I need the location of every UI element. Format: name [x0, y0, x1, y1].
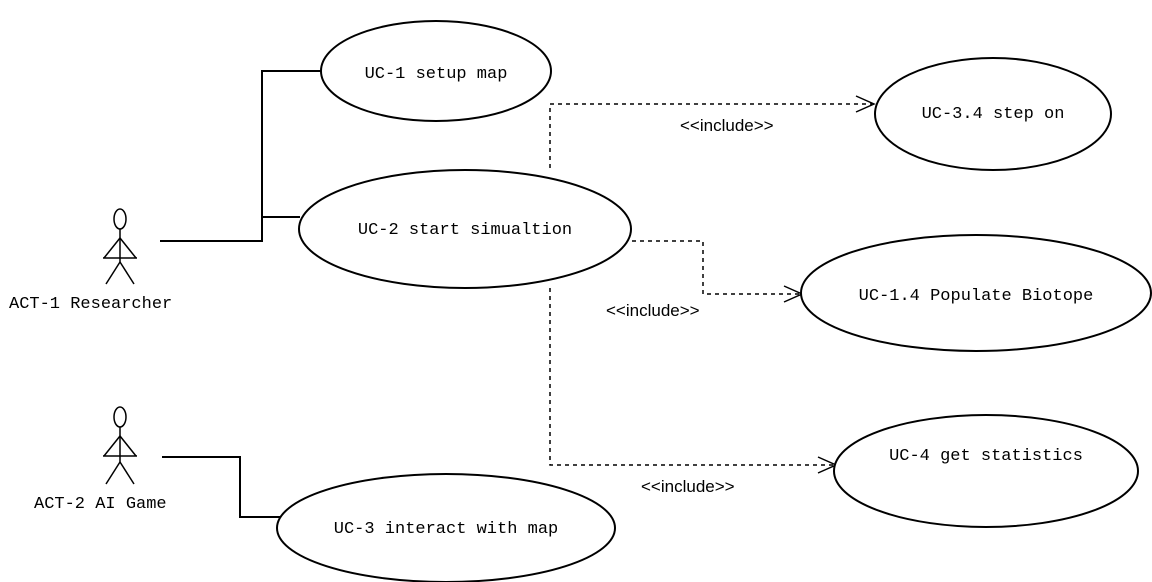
use-case-uc14[interactable]	[800, 234, 1152, 352]
include-label-populate: <<include>>	[606, 301, 700, 320]
use-case-uc2[interactable]	[298, 169, 632, 289]
actor-aigame-figure[interactable]	[103, 406, 137, 485]
use-case-uc4[interactable]	[833, 414, 1139, 528]
include-label-statistics: <<include>>	[641, 477, 735, 496]
use-case-uc14-label: UC-1.4 Populate Biotope	[859, 287, 1094, 306]
actor-arm-left	[103, 237, 121, 259]
use-case-uc1-label: UC-1 setup map	[365, 65, 508, 84]
actor-arm-right	[119, 435, 137, 457]
association-researcher-uc1	[160, 70, 322, 242]
actor-leg-left	[105, 461, 121, 485]
actor-leg-right	[119, 261, 135, 285]
use-case-uc34[interactable]	[874, 57, 1112, 171]
include-edge-populate	[632, 240, 800, 295]
actor-head	[113, 208, 127, 230]
use-case-uc1[interactable]	[320, 20, 552, 122]
actor-researcher-label: ACT-1 Researcher	[9, 295, 172, 314]
include-edge-statistics	[549, 288, 834, 466]
use-case-uc3-label: UC-3 interact with map	[334, 520, 558, 539]
actor-aigame-label: ACT-2 AI Game	[34, 495, 167, 514]
include-edge-step-on	[549, 103, 872, 168]
use-case-uc34-label: UC-3.4 step on	[922, 105, 1065, 124]
use-case-uc2-label: UC-2 start simualtion	[358, 221, 572, 240]
actor-arm-right	[119, 237, 137, 259]
actor-researcher-figure[interactable]	[103, 208, 137, 285]
include-label-step-on: <<include>>	[680, 116, 774, 135]
use-case-uc4-label: UC-4 get statistics	[889, 447, 1083, 466]
actor-leg-left	[105, 261, 121, 285]
actor-arm-left	[103, 435, 121, 457]
include-arrowhead-populate	[783, 285, 804, 303]
actor-head	[113, 406, 127, 428]
actor-leg-right	[119, 461, 135, 485]
include-arrowhead-step-on	[855, 95, 876, 113]
use-case-uc3[interactable]	[276, 473, 616, 582]
association-aigame-uc3	[162, 456, 282, 518]
